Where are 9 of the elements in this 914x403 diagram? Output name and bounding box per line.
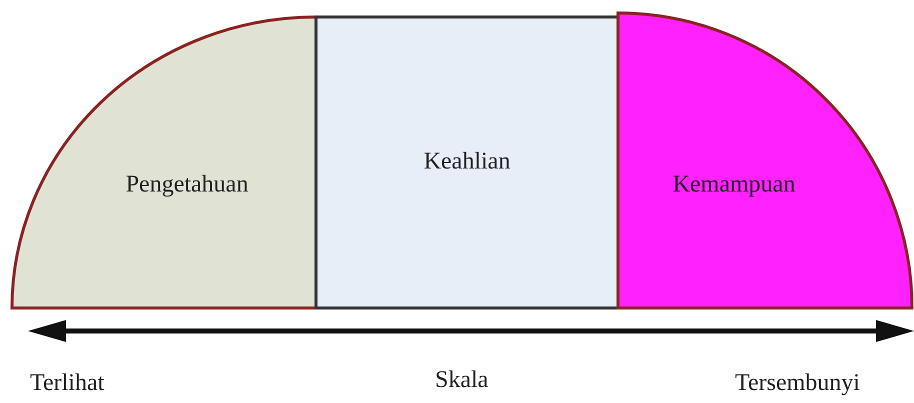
quarter-circle-segment [12, 17, 316, 308]
scale-label: Skala [435, 367, 488, 394]
segment-label: Keahlian [424, 148, 510, 176]
rectangle-segment [316, 17, 618, 308]
segment-label: Kemampuan [672, 172, 796, 198]
quarter-circle-segment [618, 13, 912, 308]
scale-end-label: Terlihat [30, 370, 104, 397]
scale-end-label: Tersembunyi [735, 370, 860, 397]
segment-label: Pengetahuan [126, 172, 248, 198]
